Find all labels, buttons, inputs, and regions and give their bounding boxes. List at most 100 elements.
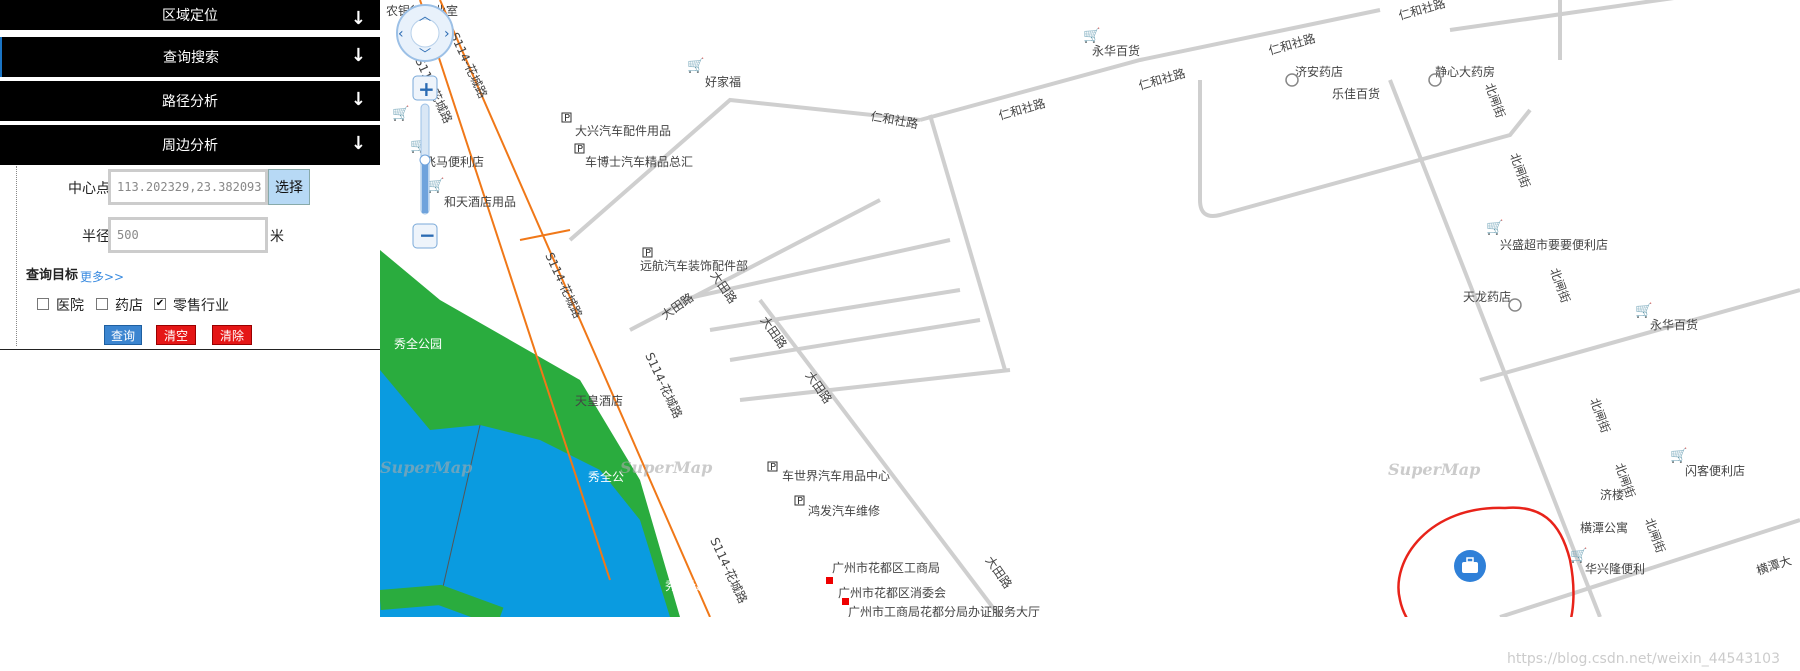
map-label: 鸿发汽车维修	[808, 503, 880, 518]
query-target-label: 查询目标	[26, 268, 79, 283]
map-label: 乐佳百货	[1332, 86, 1380, 101]
water-area	[380, 370, 670, 617]
map-label: 飞马便利店	[424, 155, 484, 169]
remove-button[interactable]: 清除	[212, 325, 252, 345]
supermap-watermark: SuperMap	[620, 458, 712, 477]
map-label: 大田路	[658, 290, 696, 323]
hospital-checkbox[interactable]	[37, 298, 49, 310]
office-marker-icon[interactable]	[826, 577, 833, 584]
pharmacy-label: 药店	[115, 298, 143, 314]
map-label: 好家福	[705, 74, 741, 89]
center-point-input[interactable]: 113.202329,23.382093	[108, 169, 268, 205]
map-label: 广州市工商局花都分局办证服务大厅	[848, 604, 1040, 617]
map-label: 横潭公寓	[1580, 520, 1628, 535]
select-center-button[interactable]: 选择	[268, 169, 310, 205]
map-label: 远航汽车装饰配件部	[640, 258, 748, 273]
retail-label: 零售行业	[173, 298, 229, 314]
parking-icon: P	[770, 462, 776, 473]
map-label: S114-花城路	[542, 250, 586, 321]
briefcase-icon-body	[1462, 562, 1478, 573]
section-query-search[interactable]: 查询搜索 ↓	[0, 37, 380, 77]
briefcase-icon-handle	[1466, 557, 1474, 563]
map-label: 兴盛超市要要便利店	[1500, 237, 1608, 252]
zoom-control[interactable]: + −	[412, 75, 438, 249]
zoom-out-marker-icon[interactable]	[1508, 298, 1522, 312]
parking-icon: P	[577, 144, 583, 155]
center-point-label: 中心点	[68, 181, 110, 197]
zoom-out-button	[412, 223, 438, 249]
query-button[interactable]: 查询	[104, 325, 142, 345]
highlight-circle	[1397, 506, 1575, 617]
radius-input[interactable]: 500	[108, 217, 268, 253]
section-label: 周边分析	[162, 138, 218, 154]
park-strip	[380, 584, 504, 617]
map-label: 大兴汽车配件用品	[575, 123, 671, 138]
supermap-watermark: SuperMap	[1388, 460, 1480, 479]
pan-left-icon: ‹	[398, 26, 404, 42]
more-link[interactable]: 更多>>	[80, 270, 125, 284]
map-label: 闪客便利店	[1685, 463, 1745, 478]
map-label: S114-花城路	[707, 535, 751, 606]
map-label: 大田路	[983, 553, 1016, 591]
street-network	[568, 0, 1800, 617]
map-label: 北闸街	[1587, 396, 1612, 435]
water-boundary	[439, 424, 481, 601]
map-label: 天龙药店	[1463, 290, 1511, 304]
map-label: 永华百货	[1650, 317, 1698, 332]
radius-unit: 米	[270, 229, 284, 245]
map-label: 仁和社路	[1267, 30, 1317, 58]
parking-icon: P	[797, 496, 803, 507]
map-label: S114-花城路	[447, 30, 491, 101]
shopping-cart-icon[interactable]: 🛒	[1670, 447, 1687, 464]
shopping-cart-icon[interactable]: 🛒	[1570, 547, 1587, 564]
map-label: 仁和社路	[997, 95, 1047, 123]
map-label: 仁和社路	[869, 108, 919, 131]
supermap-watermark: SuperMap	[380, 458, 472, 477]
map-label: 北闸街	[1642, 516, 1667, 555]
shopping-cart-icon[interactable]: 🛒	[392, 105, 409, 122]
map-view[interactable]: 农银行营业室 好家福 永华百货 仁和社路 仁和社路 仁和社路 仁和社路 仁和社路…	[380, 0, 1800, 617]
map-pan-control[interactable]: ︿ ﹀ ‹ ›	[396, 4, 454, 62]
zoom-out-marker-icon[interactable]	[1285, 73, 1299, 87]
map-label: 横潭大	[1755, 553, 1794, 577]
map-label: 广州市花都区消委会	[838, 585, 946, 600]
map-label: 大田路	[803, 368, 836, 406]
arrow-down-icon: ↓	[350, 133, 366, 154]
zoom-out-marker-icon[interactable]	[1428, 73, 1442, 87]
arrow-down-icon: ↓	[350, 89, 366, 110]
clear-button[interactable]: 清空	[156, 325, 196, 345]
retail-checkbox[interactable]: ✔	[154, 298, 166, 310]
map-label: 车博士汽车精品总汇	[585, 154, 693, 169]
map-label: S114-花城路	[642, 350, 686, 421]
plus-icon: +	[418, 77, 435, 101]
pharmacy-checkbox[interactable]	[96, 298, 108, 310]
office-marker-icon[interactable]	[842, 598, 849, 605]
map-label: 秀全公园	[394, 336, 442, 351]
hospital-label: 医院	[56, 298, 84, 314]
map-label: 北闸街	[1547, 266, 1572, 305]
map-canvas: 农银行营业室 好家福 永华百货 仁和社路 仁和社路 仁和社路 仁和社路 仁和社路…	[380, 0, 1800, 617]
section-surrounding-analysis[interactable]: 周边分析 ↓	[0, 125, 380, 165]
map-label: 华兴隆便利	[1585, 561, 1645, 576]
parking-icon: P	[645, 248, 651, 259]
shopping-cart-icon[interactable]: 🛒	[1635, 302, 1652, 319]
map-label: 和天酒店用品	[444, 195, 516, 209]
image-credit-watermark: https://blog.csdn.net/weixin_44543103	[1506, 651, 1780, 667]
pan-down-icon: ﹀	[419, 47, 431, 61]
map-label: 广州市花都区工商局	[832, 560, 940, 575]
tree-guide-line	[16, 166, 17, 346]
section-label: 查询搜索	[163, 50, 219, 66]
section-path-analysis[interactable]: 路径分析 ↓	[0, 81, 380, 121]
shopping-cart-icon[interactable]: 🛒	[1486, 219, 1503, 236]
section-label: 区域定位	[162, 8, 218, 24]
analysis-sidebar: 区域定位 ↓ 查询搜索 ↓ 路径分析 ↓ 周边分析 ↓ 中心点 113.2023…	[0, 0, 380, 350]
shopping-cart-icon[interactable]: 🛒	[687, 57, 704, 74]
pan-up-icon: ︿	[419, 9, 431, 23]
zoom-in-button	[412, 75, 438, 101]
zoom-slider-fill	[422, 160, 428, 213]
shopping-cart-icon[interactable]: 🛒	[1083, 27, 1100, 44]
map-label: 北闸街	[1482, 81, 1507, 120]
arrow-down-icon: ↓	[350, 45, 366, 66]
shopping-cart-icon[interactable]: 🛒	[427, 177, 444, 194]
section-region-locate[interactable]: 区域定位 ↓	[0, 0, 380, 30]
